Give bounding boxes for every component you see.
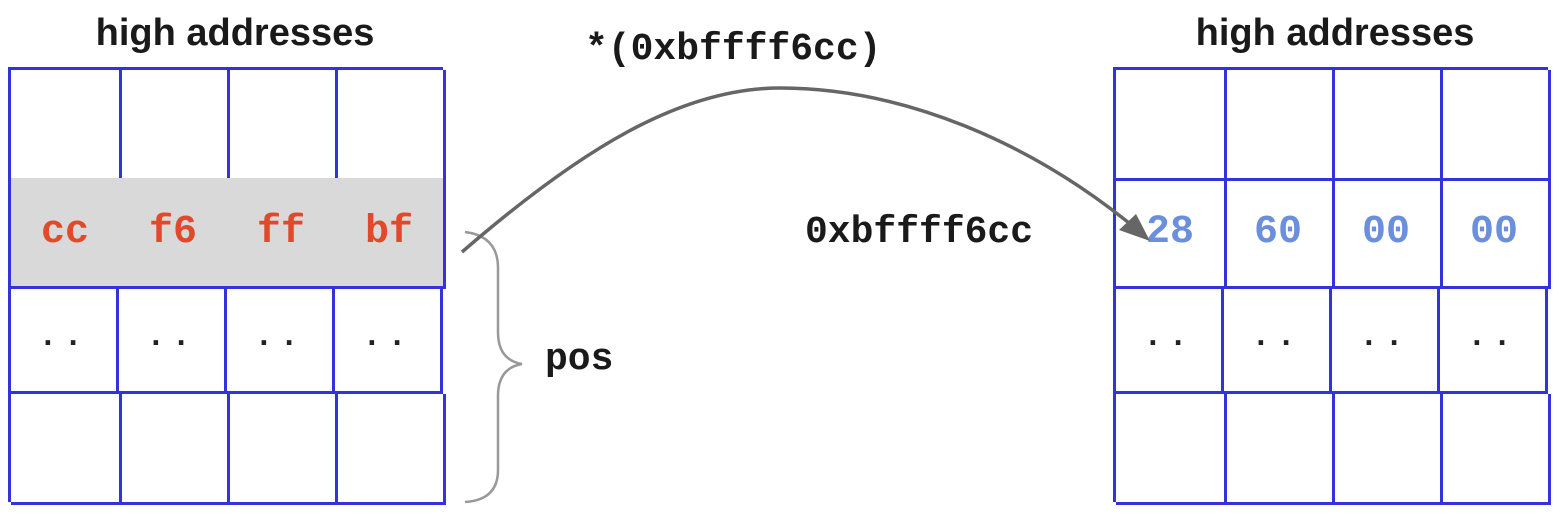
pointer-byte-cell: bf [335, 178, 446, 289]
dereference-arrow [460, 86, 1142, 254]
memory-cell [335, 394, 446, 505]
memory-cell [1224, 394, 1335, 505]
memory-cell [1332, 70, 1443, 181]
ellipsis-cell: .. [1116, 286, 1224, 394]
ellipsis-cell: .. [119, 286, 227, 394]
memory-cell [119, 394, 230, 505]
right-header: high addresses [1195, 12, 1475, 54]
memory-cell [1116, 394, 1227, 505]
value-byte-cell: 28 [1116, 178, 1227, 289]
ellipsis-cell: .. [1440, 286, 1548, 394]
ellipsis-cell: .. [11, 286, 119, 394]
pointer-byte-cell: ff [227, 178, 338, 289]
arrowhead-icon [1119, 214, 1150, 241]
memory-cell [227, 394, 338, 505]
brace-icon [464, 230, 523, 504]
left-header: high addresses [95, 12, 375, 54]
ellipsis-cell: .. [1332, 286, 1440, 394]
right-memory-grid: 28 60 00 00 .. .. .. .. [1113, 67, 1551, 505]
memory-cell [1116, 70, 1227, 181]
memory-cell [1440, 70, 1551, 181]
memory-cell [1440, 394, 1551, 505]
dereference-label: *(0xbffff6cc) [585, 28, 882, 71]
pointer-byte-cell: f6 [119, 178, 230, 289]
ellipsis-cell: .. [1224, 286, 1332, 394]
variable-label: pos [545, 338, 614, 381]
value-byte-cell: 60 [1224, 178, 1335, 289]
memory-cell [1224, 70, 1335, 181]
memory-cell [11, 394, 122, 505]
ellipsis-cell: .. [335, 286, 443, 394]
address-label: 0xbffff6cc [805, 211, 1034, 254]
memory-cell [1332, 394, 1443, 505]
left-memory-grid: cc f6 ff bf .. .. .. .. [8, 67, 446, 505]
value-byte-cell: 00 [1332, 178, 1443, 289]
value-byte-cell: 00 [1440, 178, 1551, 289]
ellipsis-cell: .. [227, 286, 335, 394]
